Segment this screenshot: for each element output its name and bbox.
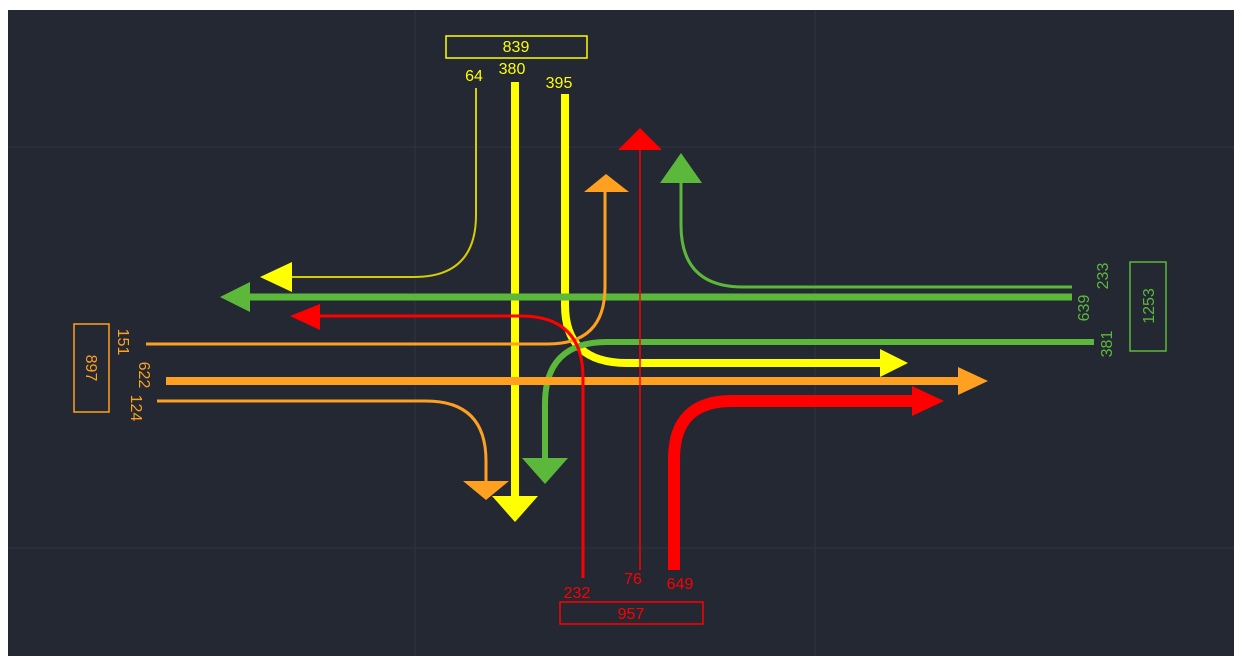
west-left-label: 124: [127, 395, 144, 422]
west-left-turn-arrowhead: [463, 481, 509, 500]
north-left-label: 64: [465, 68, 483, 85]
canvas-background: [8, 10, 1234, 656]
north-right-turn-arrowhead: [880, 349, 908, 377]
east-right-turn-arrowhead: [522, 458, 568, 484]
west-approach: 897 151 622 124: [73, 174, 988, 500]
west-right-turn-line: [146, 192, 607, 346]
east-total-label: 1253: [1141, 288, 1158, 324]
south-right-turn-line: [320, 314, 585, 578]
south-approach: 957 232 76 649: [290, 128, 944, 625]
south-total-label: 957: [618, 606, 645, 623]
south-through-arrowhead: [618, 128, 662, 150]
east-total-box: [1129, 261, 1167, 352]
west-total-box: [73, 323, 110, 413]
north-through-label: 380: [499, 61, 526, 78]
east-left-turn-arrowhead: [660, 153, 702, 183]
north-total-label: 839: [503, 39, 530, 56]
south-right-turn-arrowhead: [290, 304, 320, 330]
east-right-turn-line: [542, 339, 1094, 458]
north-left-turn-arrowhead: [260, 262, 292, 292]
east-through-arrowhead: [220, 282, 250, 312]
west-through-arrowhead: [958, 367, 988, 395]
north-left-turn-line: [292, 88, 477, 278]
east-through-label: 639: [1076, 295, 1093, 322]
east-left-turn-line: [679, 183, 1072, 289]
west-left-turn-line: [157, 399, 488, 481]
south-through-label: 76: [624, 571, 642, 588]
south-right-label: 232: [564, 585, 591, 602]
north-total-box: [445, 35, 588, 59]
west-total-label: 897: [82, 355, 99, 382]
south-total-box: [559, 601, 704, 625]
north-right-label: 395: [546, 75, 573, 92]
east-right-label: 381: [1099, 331, 1116, 358]
east-approach: 1253 233 639 381: [220, 153, 1167, 484]
north-through-arrowhead: [492, 496, 538, 522]
west-through-label: 622: [135, 362, 152, 389]
east-left-label: 233: [1095, 263, 1112, 290]
west-right-turn-arrowhead: [584, 174, 629, 192]
south-left-label: 649: [667, 576, 694, 593]
west-right-label: 151: [114, 329, 131, 356]
south-left-turn-line: [668, 395, 912, 570]
south-left-turn-arrowhead: [912, 386, 944, 416]
